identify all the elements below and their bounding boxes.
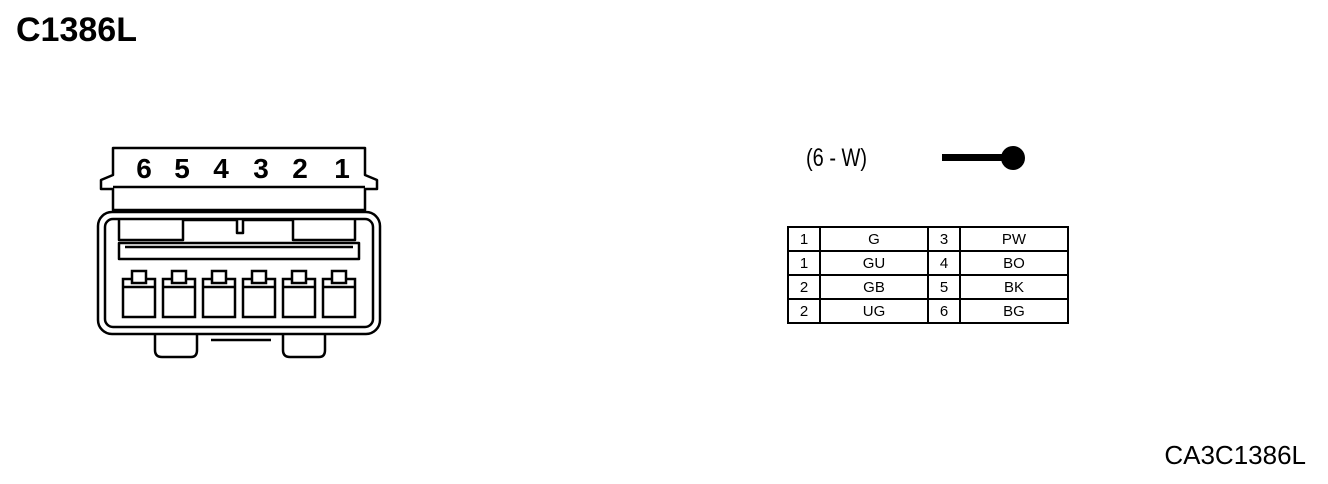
table-row: 2 GB 5 BK	[787, 274, 1069, 300]
wire-color-cell: BK	[959, 274, 1069, 300]
pin-number-label: 3	[253, 153, 269, 184]
pin-group-cell: 1	[787, 226, 821, 252]
pin-number-label: 1	[334, 153, 350, 184]
connector-title: C1386L	[16, 11, 137, 49]
wire-color-cell: UG	[819, 298, 929, 324]
cavity-4	[201, 269, 237, 319]
wire-color-cell: PW	[959, 226, 1069, 252]
pin-number-cell: 6	[927, 298, 961, 324]
pin-number-label: 6	[136, 153, 152, 184]
cavity-3	[241, 269, 277, 319]
cavity-1	[321, 269, 357, 319]
connector-id-label: (6 - W)	[806, 144, 868, 172]
table-row: 2 UG 6 BG	[787, 298, 1069, 324]
cavity-2	[281, 269, 317, 319]
pin-number-cell: 4	[927, 250, 961, 276]
table-row: 1 G 3 PW	[787, 226, 1069, 252]
connector-face-diagram: 6 5 4 3 2 1	[96, 146, 382, 359]
pin-group-cell: 1	[787, 250, 821, 276]
pin-group-cell: 2	[787, 274, 821, 300]
wire-color-cell: BO	[959, 250, 1069, 276]
cavity-5	[161, 269, 197, 319]
wire-color-cell: GB	[819, 274, 929, 300]
cavity-6	[121, 269, 157, 319]
pin-color-table: 1 G 3 PW 1 GU 4 BO 2 GB 5 BK 2 UG 6 BG	[787, 226, 1069, 324]
pin-number-label: 2	[292, 153, 308, 184]
connector-symbol-icon	[942, 146, 1025, 170]
wire-color-cell: G	[819, 226, 929, 252]
pin-number-cell: 5	[927, 274, 961, 300]
wire-color-cell: BG	[959, 298, 1069, 324]
pin-number-label: 5	[174, 153, 190, 184]
pin-number-cell: 3	[927, 226, 961, 252]
pin-group-cell: 2	[787, 298, 821, 324]
table-row: 1 GU 4 BO	[787, 250, 1069, 276]
wire-color-cell: GU	[819, 250, 929, 276]
pin-number-label: 4	[213, 153, 229, 184]
diagram-code-label: CA3C1386L	[1164, 440, 1306, 470]
